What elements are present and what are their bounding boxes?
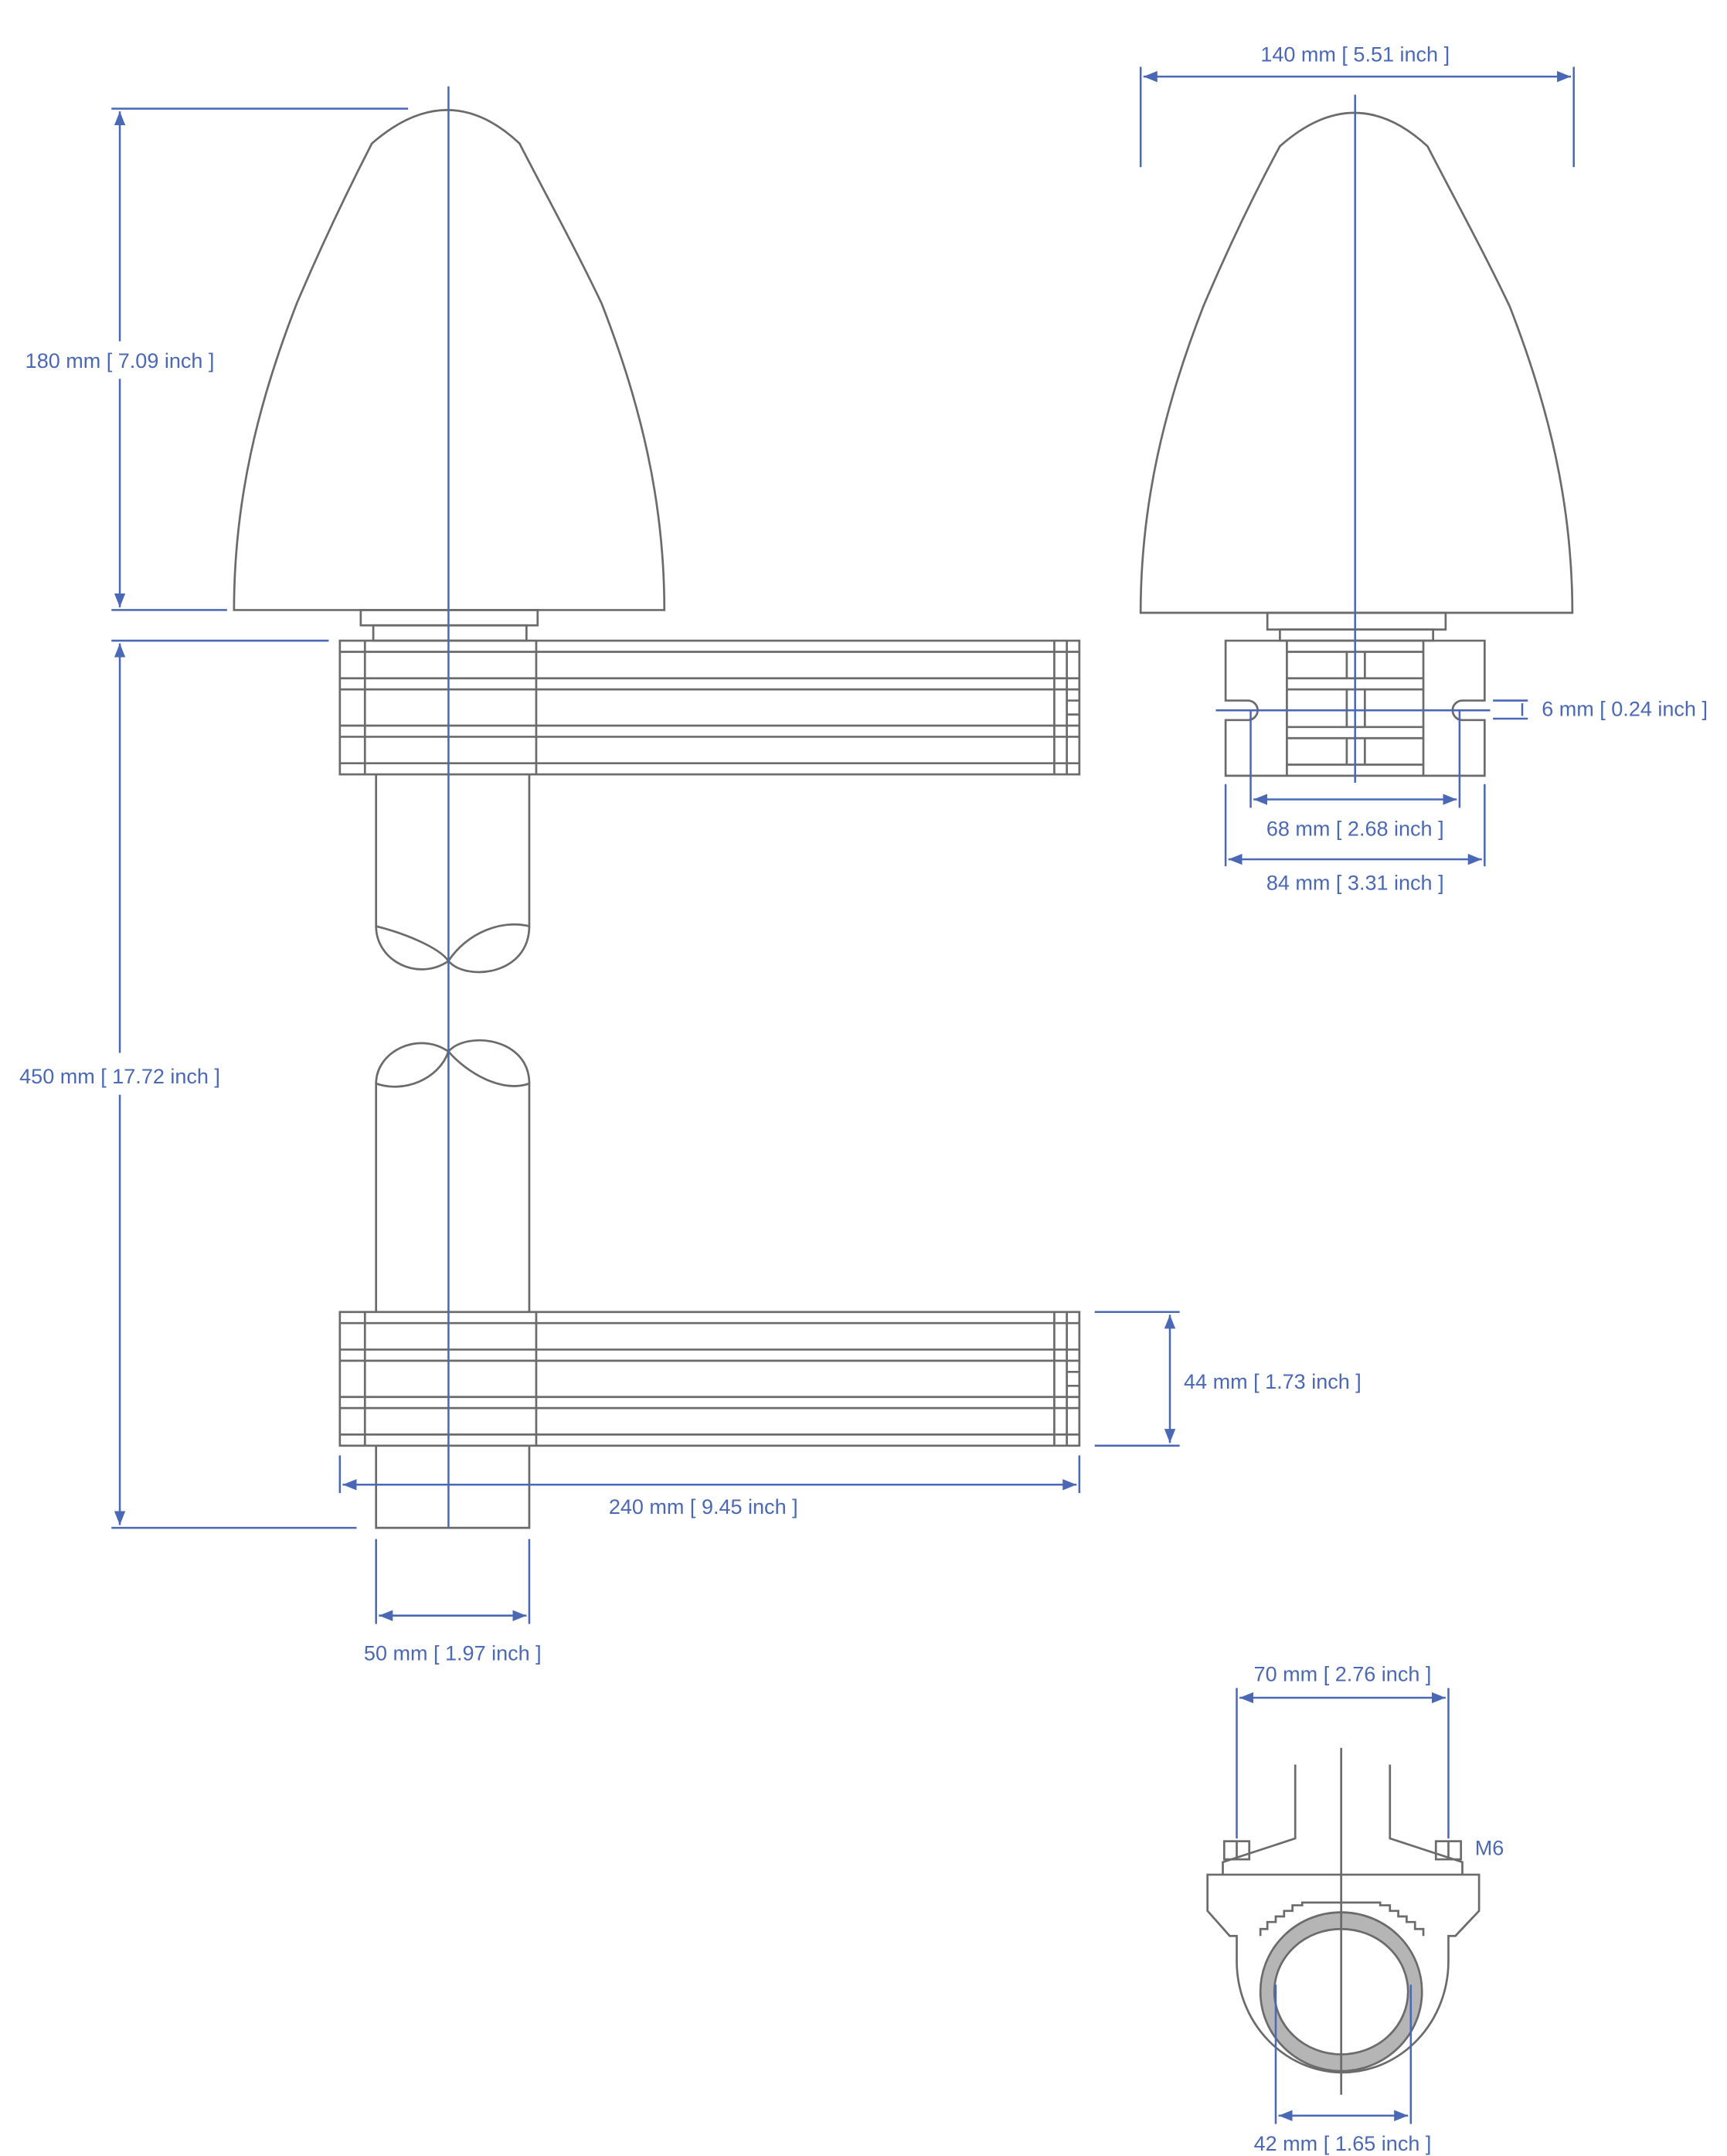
dimension-label: 450 mm [ 17.72 inch ] — [19, 1065, 220, 1088]
dimension-label: 44 mm [ 1.73 inch ] — [1184, 1370, 1362, 1393]
dome-outline — [1139, 111, 1574, 614]
bolt-label: M6 — [1475, 1837, 1504, 1860]
dimension-label: 42 mm [ 1.65 inch ] — [1254, 2132, 1432, 2155]
front-view: 140 mm [ 5.51 inch ] 6 mm [ 0.24 inch ] … — [1139, 43, 1708, 895]
lower-crossbar — [338, 1311, 1081, 1447]
upper-crossbar — [338, 639, 1081, 776]
collar — [1266, 611, 1447, 631]
dimension-label: 84 mm [ 3.31 inch ] — [1266, 872, 1444, 895]
dimension-label: 140 mm [ 5.51 inch ] — [1260, 43, 1450, 66]
dimension-block-width: 84 mm [ 3.31 inch ] — [1224, 784, 1486, 895]
clamp-view: 70 mm [ 2.76 inch ] M6 42 mm [ 1.65 inch… — [1206, 1662, 1504, 2155]
collar-neck — [372, 624, 528, 642]
pipe-lower — [375, 1039, 531, 1312]
dimension-label: 6 mm [ 0.24 inch ] — [1542, 697, 1708, 720]
dimension-height-total: 450 mm [ 17.72 inch ] — [19, 639, 357, 1529]
dimension-crossbar-height: 44 mm [ 1.73 inch ] — [1094, 1311, 1362, 1447]
dimension-bolt-spacing: 70 mm [ 2.76 inch ] — [1236, 1662, 1450, 1839]
dimension-dome-width: 140 mm [ 5.51 inch ] — [1139, 43, 1575, 168]
dimension-label: 50 mm [ 1.97 inch ] — [364, 1641, 542, 1665]
post — [1222, 1764, 1464, 1875]
pipe-bottom — [375, 1445, 531, 1529]
pipe-upper — [375, 774, 531, 974]
clamp-body — [1206, 1873, 1481, 2074]
mount-block — [1224, 639, 1486, 777]
dimension-tube-diameter: 42 mm [ 1.65 inch ] — [1254, 1984, 1432, 2155]
dimension-crossbar-length: 240 mm [ 9.45 inch ] — [338, 1455, 1081, 1518]
dimension-label: 180 mm [ 7.09 inch ] — [25, 349, 215, 372]
dimension-slot-spacing: 68 mm [ 2.68 inch ] — [1249, 710, 1461, 840]
side-view: 180 mm [ 7.09 inch ] 450 mm [ 17.72 inch… — [19, 86, 1362, 1665]
dimension-height-dome: 180 mm [ 7.09 inch ] — [25, 107, 409, 611]
dimension-label: 68 mm [ 2.68 inch ] — [1266, 817, 1444, 840]
dimension-label: 70 mm [ 2.76 inch ] — [1254, 1662, 1432, 1685]
dimension-label: 240 mm [ 9.45 inch ] — [609, 1495, 798, 1518]
dimension-pipe-diameter: 50 mm [ 1.97 inch ] — [364, 1539, 542, 1665]
dome-outline — [233, 109, 666, 611]
dimension-slot-width: 6 mm [ 0.24 inch ] — [1493, 697, 1708, 720]
collar-neck — [1279, 628, 1435, 642]
